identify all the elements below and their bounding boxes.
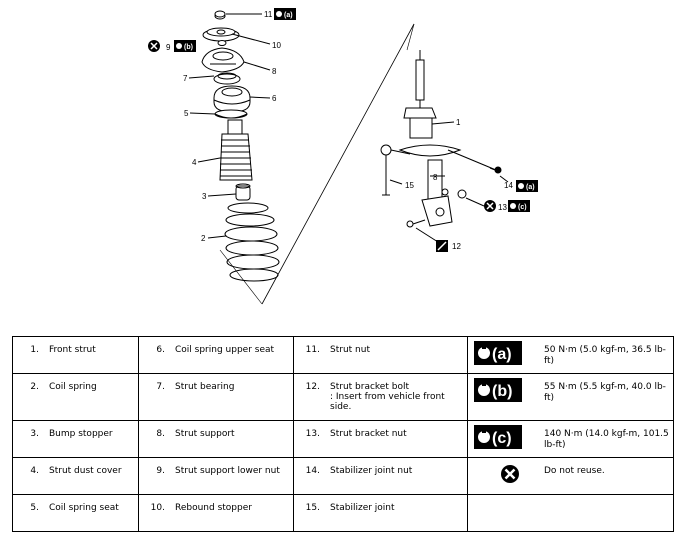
- coil-spring-upper-seat-shape: [213, 85, 251, 113]
- torque-b-badge-9: (b): [174, 40, 196, 52]
- callout-8: 8: [272, 67, 277, 76]
- callout-7: 7: [183, 74, 188, 83]
- table-row: 5.Coil spring seat 10.Rebound stopper 15…: [12, 494, 674, 532]
- rebound-stopper-shape: [202, 27, 240, 42]
- torque-a-badge-14: (a): [516, 180, 538, 192]
- callout-11: 11: [264, 10, 273, 19]
- do-not-reuse-icon-13: [484, 200, 496, 212]
- table-row: 1.Front strut 6.Coil spring upper seat 1…: [12, 336, 674, 374]
- part-cell: 5.Coil spring seat: [12, 494, 139, 532]
- torque-a-icon: (a): [474, 341, 522, 365]
- callout-10: 10: [272, 41, 281, 50]
- dust-cover-shape: [219, 119, 253, 181]
- legend-cell-torque-c: (c) 140 N·m (14.0 kgf-m, 101.5 lb-ft): [467, 420, 674, 458]
- callout-12: 12: [452, 242, 461, 251]
- part-note: : Insert from vehicle front side.: [330, 392, 445, 412]
- torque-c-text: 140 N·m (14.0 kgf-m, 101.5 lb-ft): [544, 429, 669, 450]
- strut-bearing-shape: [213, 72, 241, 85]
- table-row: 4.Strut dust cover 9.Strut support lower…: [12, 457, 674, 495]
- table-row: 2.Coil spring 7.Strut bearing 12.Strut b…: [12, 373, 674, 421]
- callout-1: 1: [456, 118, 461, 127]
- torque-c-badge-13: (c): [508, 200, 530, 212]
- do-not-reuse-icon-9: [148, 40, 160, 52]
- coil-spring-shape: [224, 202, 280, 282]
- part-cell: 2.Coil spring: [12, 373, 139, 421]
- coil-spring-seat-shape: [214, 109, 248, 119]
- part-cell: 10.Rebound stopper: [138, 494, 294, 532]
- do-not-reuse-text: Do not reuse.: [544, 466, 605, 476]
- part-cell: 6.Coil spring upper seat: [138, 336, 294, 374]
- callout-6: 6: [272, 94, 277, 103]
- part-cell: 7.Strut bearing: [138, 373, 294, 421]
- torque-b-text: 55 N·m (5.5 kgf-m, 40.0 lb-ft): [544, 382, 666, 403]
- strut-assembly-shape: [398, 50, 501, 227]
- stabilizer-joint-shape: [380, 144, 411, 196]
- svg-text:(c): (c): [492, 430, 512, 447]
- part-cell: 8.Strut support: [138, 420, 294, 458]
- bump-stopper-shape: [235, 183, 251, 201]
- part-cell: 14.Stabilizer joint nut: [293, 457, 468, 495]
- callout-14: 14: [504, 181, 513, 190]
- part-cell: 12.Strut bracket bolt: Insert from vehic…: [293, 373, 468, 421]
- callout-4: 4: [192, 158, 197, 167]
- part-cell: 15.Stabilizer joint: [293, 494, 468, 532]
- strut-support-shape: [201, 47, 245, 73]
- part-cell: 13.Strut bracket nut: [293, 420, 468, 458]
- svg-text:(a): (a): [284, 12, 293, 19]
- legend-cell-do-not-reuse: Do not reuse.: [467, 457, 674, 495]
- svg-text:(b): (b): [184, 44, 193, 51]
- table-row: 3.Bump stopper 8.Strut support 13.Strut …: [12, 420, 674, 458]
- legend-cell-torque-a: (a) 50 N·m (5.0 kgf-m, 36.5 lb-ft): [467, 336, 674, 374]
- empty-cell: [467, 494, 674, 532]
- svg-text:(b): (b): [492, 383, 512, 400]
- part-cell: 4.Strut dust cover: [12, 457, 139, 495]
- callout-3: 3: [202, 192, 207, 201]
- callout-8-right: 8: [433, 173, 438, 182]
- torque-b-icon: (b): [474, 378, 522, 402]
- callout-2: 2: [201, 234, 206, 243]
- do-not-reuse-icon: [501, 465, 519, 483]
- torque-a-badge-11: (a): [274, 8, 296, 20]
- torque-a-text: 50 N·m (5.0 kgf-m, 36.5 lb-ft): [544, 345, 666, 366]
- legend-cell-torque-b: (b) 55 N·m (5.5 kgf-m, 40.0 lb-ft): [467, 373, 674, 421]
- strut-exploded-diagram: 11 10 9 8 7 6 5 4 3 2 1 8 15 14 13 12 (a…: [148, 8, 538, 305]
- parts-table: 1.Front strut 6.Coil spring upper seat 1…: [12, 336, 674, 532]
- part-cell: 9.Strut support lower nut: [138, 457, 294, 495]
- part-cell: 11.Strut nut: [293, 336, 468, 374]
- part-cell: 3.Bump stopper: [12, 420, 139, 458]
- callout-5: 5: [184, 109, 189, 118]
- svg-text:(a): (a): [526, 184, 535, 191]
- tighten-icon-12: [436, 240, 448, 252]
- part-cell: 1.Front strut: [12, 336, 139, 374]
- svg-text:(a): (a): [492, 346, 512, 363]
- torque-c-icon: (c): [474, 425, 522, 449]
- callout-9: 9: [166, 43, 171, 52]
- callout-13: 13: [498, 203, 507, 212]
- svg-text:(c): (c): [518, 204, 527, 211]
- callout-15: 15: [405, 181, 414, 190]
- strut-nut-shape: [214, 10, 226, 20]
